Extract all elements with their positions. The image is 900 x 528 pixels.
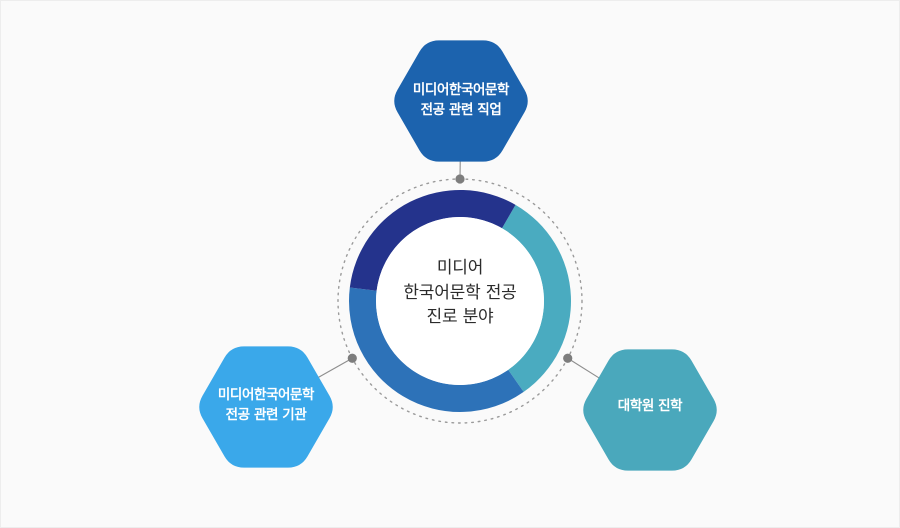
node-lower-right — [563, 353, 573, 363]
orbit-node-layer — [347, 174, 573, 363]
connector-lower-right — [567, 357, 600, 379]
navy-segment — [349, 190, 516, 291]
teal-segment — [502, 204, 571, 392]
connector-lower-left — [318, 357, 353, 378]
node-lower-left — [347, 353, 357, 363]
donut-chart — [348, 190, 571, 413]
hexagon-job[interactable] — [394, 40, 528, 162]
blue-segment — [348, 287, 524, 413]
donut-hole — [376, 217, 544, 385]
hexagon-layer — [199, 40, 717, 471]
hexagon-institution[interactable] — [199, 346, 333, 468]
hexagon-graduate[interactable] — [583, 349, 717, 471]
node-top — [455, 174, 465, 184]
